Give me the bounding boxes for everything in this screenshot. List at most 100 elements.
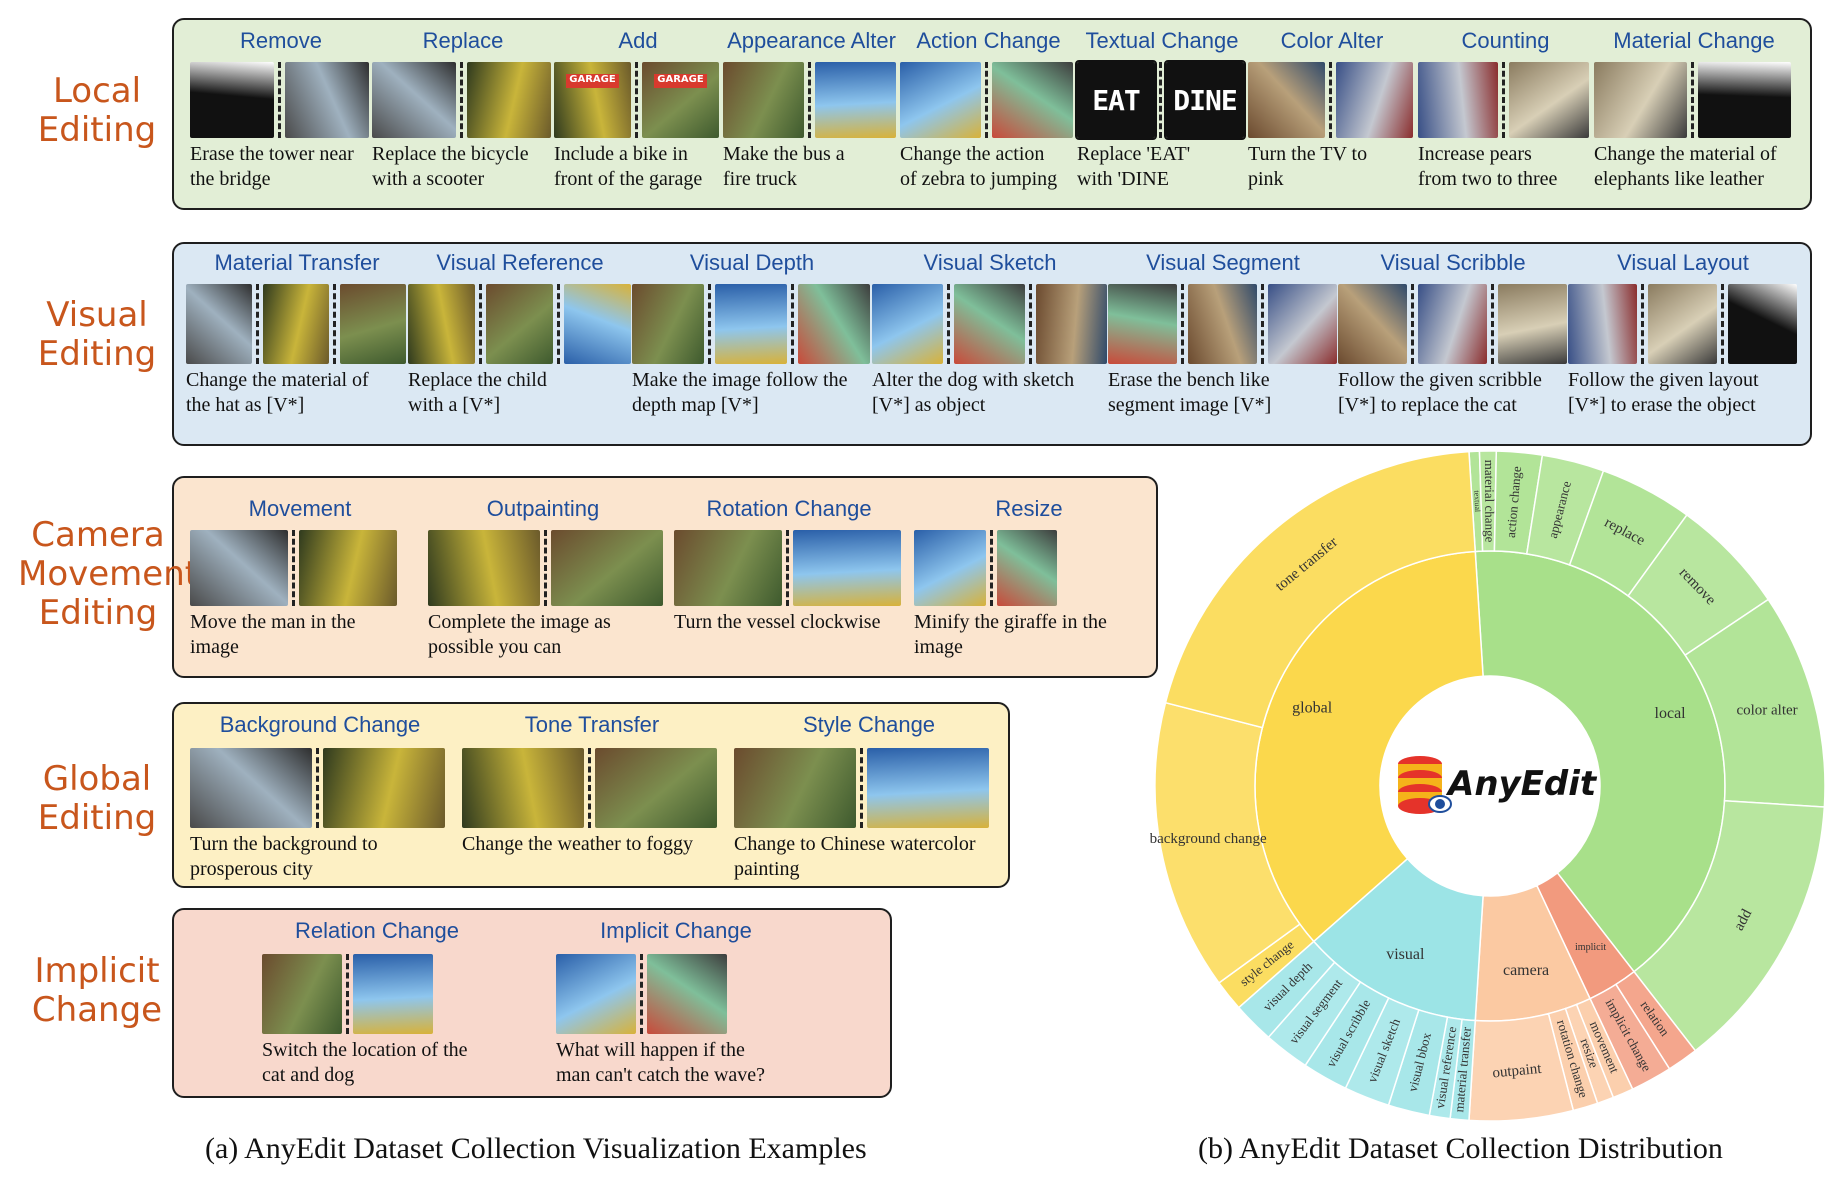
- category-label-camera: Camera Movement Editing: [18, 515, 199, 633]
- implicit-example-images: [262, 954, 433, 1034]
- category-label-global: Global Editing: [37, 759, 157, 838]
- dashed-separator: [1641, 284, 1644, 364]
- source-image: [190, 530, 288, 606]
- anyedit-logo: AnyEdit: [1394, 752, 1596, 818]
- edited-image: [1728, 284, 1797, 364]
- edited-image: [1509, 62, 1589, 138]
- local-example-title: Color Alter: [1280, 28, 1384, 53]
- edited-image: [285, 62, 369, 138]
- implicit-example-images: [556, 954, 727, 1034]
- dashed-separator: [588, 748, 591, 828]
- dashed-separator: [316, 748, 319, 828]
- edited-image: [793, 530, 901, 606]
- dashed-separator: [333, 284, 336, 364]
- visual-example-images: [872, 284, 1107, 364]
- dashed-separator: [860, 748, 863, 828]
- sunburst-outer-label: material change: [1482, 460, 1498, 543]
- dashed-separator: [808, 62, 811, 138]
- global-example-caption: Turn the background to prosperous city: [190, 833, 378, 880]
- dashed-separator: [1721, 284, 1724, 364]
- dashed-separator: [1261, 284, 1264, 364]
- source-image: [1418, 62, 1498, 138]
- local-example-caption: Increase pears from two to three: [1418, 143, 1558, 190]
- local-example-images: [1418, 62, 1589, 138]
- source-image: GARAGE: [554, 62, 631, 138]
- local-example-images: [372, 62, 551, 138]
- source-image: [734, 748, 856, 828]
- reference-image: [263, 284, 329, 364]
- sunburst-outer-segment: [1164, 450, 1477, 729]
- camera-example-title: Movement: [248, 496, 352, 521]
- visual-example-caption: Alter the dog with sketch [V*] as object: [872, 369, 1075, 416]
- dashed-separator: [791, 284, 794, 364]
- edited-image: [867, 748, 989, 828]
- sunburst-inner-label: visual: [1386, 946, 1425, 963]
- edited-image: [353, 954, 433, 1034]
- garage-sign: GARAGE: [654, 74, 707, 88]
- visual-example-images: [1338, 284, 1567, 364]
- dashed-separator: [947, 284, 950, 364]
- dashed-separator: [985, 62, 988, 138]
- reference-image: [486, 284, 553, 364]
- source-image: [462, 748, 584, 828]
- dashed-separator: [460, 62, 463, 138]
- dashed-separator: [557, 284, 560, 364]
- edited-image: [467, 62, 551, 138]
- source-image: [190, 62, 274, 138]
- local-example-images: [190, 62, 369, 138]
- dashed-separator: [1029, 284, 1032, 364]
- local-example-images: [1248, 62, 1413, 138]
- edited-image: [1268, 284, 1337, 364]
- dashed-separator: [278, 62, 281, 138]
- local-example-caption: Replace the bicycle with a scooter: [372, 143, 529, 190]
- visual-example-caption: Make the image follow the depth map [V*]: [632, 369, 848, 416]
- local-example-caption: Erase the tower near the bridge: [190, 143, 354, 190]
- visual-example-caption: Follow the given layout [V*] to erase th…: [1568, 369, 1759, 416]
- sunburst-outer-label: textual: [1472, 490, 1482, 513]
- dashed-separator: [292, 530, 295, 606]
- visual-example-images: [408, 284, 631, 364]
- local-example-caption: Turn the TV to pink: [1248, 143, 1368, 190]
- source-image: [1248, 62, 1325, 138]
- reference-image: [1418, 284, 1487, 364]
- dashed-separator: [346, 954, 349, 1034]
- camera-example-caption: Move the man in the image: [190, 611, 356, 658]
- local-example-caption: Replace 'EAT' with 'DINE: [1077, 143, 1191, 190]
- edited-image: [323, 748, 445, 828]
- camera-example-title: Outpainting: [486, 496, 600, 521]
- source-image: [1108, 284, 1177, 364]
- global-example-images: [190, 748, 445, 828]
- dashed-separator: [544, 530, 547, 606]
- edited-image: [1036, 284, 1107, 364]
- source-image: [428, 530, 540, 606]
- reference-image: [1188, 284, 1257, 364]
- implicit-example-title: Relation Change: [295, 918, 459, 943]
- local-example-caption: Change the material of elephants like le…: [1594, 143, 1777, 190]
- source-image: [1568, 284, 1637, 364]
- dashed-separator: [1502, 62, 1505, 138]
- visual-example-title: Visual Segment: [1146, 250, 1300, 275]
- sunburst-inner-label: global: [1292, 699, 1333, 716]
- visual-example-images: [1108, 284, 1337, 364]
- local-example-title: Counting: [1461, 28, 1550, 53]
- sunburst-inner-label: implicit: [1575, 942, 1606, 953]
- local-example-title: Appearance Alter: [727, 28, 896, 53]
- camera-example-images: [674, 530, 901, 606]
- implicit-example-caption: Switch the location of the cat and dog: [262, 1039, 468, 1086]
- global-example-images: [462, 748, 717, 828]
- source-image: EAT: [1075, 60, 1157, 140]
- visual-example-title: Material Transfer: [214, 250, 380, 275]
- source-image: [372, 62, 456, 138]
